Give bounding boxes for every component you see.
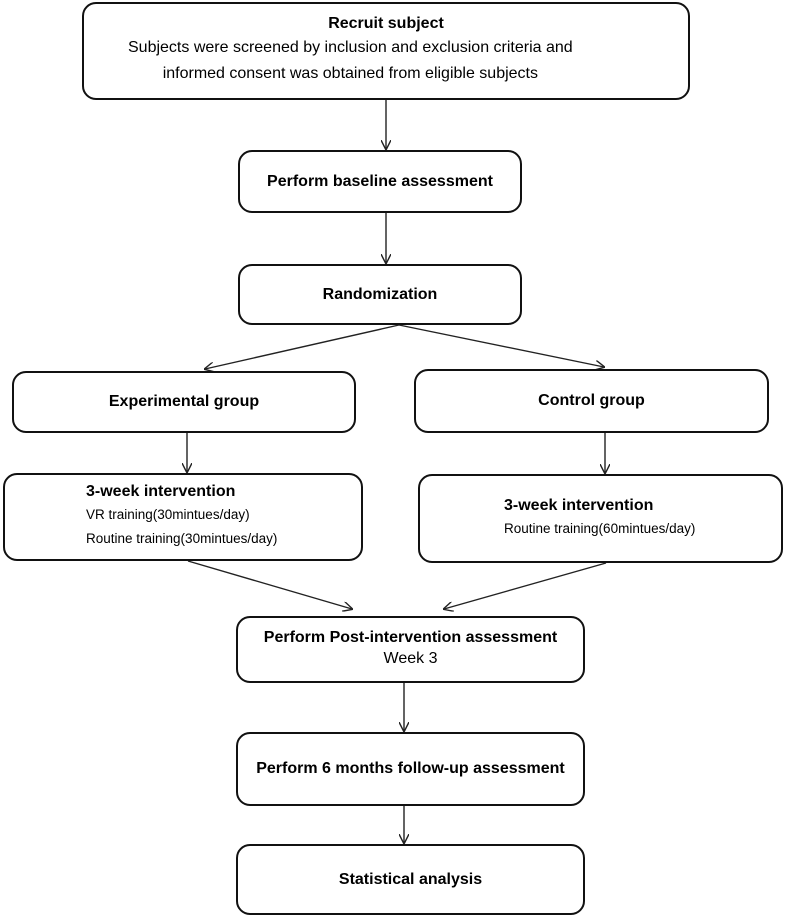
post-intervention-assessment-box: Perform Post-intervention assessment Wee… — [236, 616, 585, 683]
control-intervention-title: 3-week intervention — [504, 496, 654, 514]
recruit-title: Recruit subject — [328, 15, 444, 32]
followup-assessment-box: Perform 6 months follow-up assessment — [236, 732, 585, 806]
experimental-intervention-title: 3-week intervention — [86, 483, 236, 500]
statistical-analysis-box: Statistical analysis — [236, 844, 585, 915]
control-group-box: Control group — [414, 369, 769, 433]
followup-label: Perform 6 months follow-up assessment — [256, 760, 565, 777]
recruit-desc-line1: Subjects were screened by inclusion and … — [128, 39, 573, 56]
recruit-desc-line2: informed consent was obtained from eligi… — [162, 65, 538, 82]
experimental-intervention-box: 3-week intervention VR training(30mintue… — [3, 473, 363, 561]
baseline-label: Perform baseline assessment — [267, 172, 493, 190]
arrow-intervention2-to-post — [444, 562, 607, 609]
post-assessment-title: Perform Post-intervention assessment — [263, 628, 558, 646]
randomization-label: Randomization — [322, 285, 438, 303]
control-intervention-box: 3-week intervention Routine training(60m… — [418, 474, 783, 563]
arrow-intervention1-to-post — [187, 560, 352, 609]
statistical-analysis-label: Statistical analysis — [338, 870, 483, 888]
baseline-assessment-box: Perform baseline assessment — [238, 150, 522, 213]
arrow-randomization-to-control — [398, 324, 604, 367]
routine-training-line: Routine training(30mintues/day) — [86, 531, 278, 546]
randomization-box: Randomization — [238, 264, 522, 325]
control-routine-training-line: Routine training(60mintues/day) — [504, 520, 696, 536]
post-assessment-subtitle: Week 3 — [383, 649, 438, 667]
vr-training-line: VR training(30mintues/day) — [86, 507, 250, 522]
experimental-group-box: Experimental group — [12, 371, 356, 433]
recruit-description: Subjects were screened by inclusion and … — [84, 35, 573, 87]
experimental-group-label: Experimental group — [108, 393, 260, 410]
arrow-randomization-to-experimental — [205, 324, 400, 369]
recruit-subject-box: Recruit subject Subjects were screened b… — [82, 2, 690, 100]
control-group-label: Control group — [538, 392, 645, 409]
